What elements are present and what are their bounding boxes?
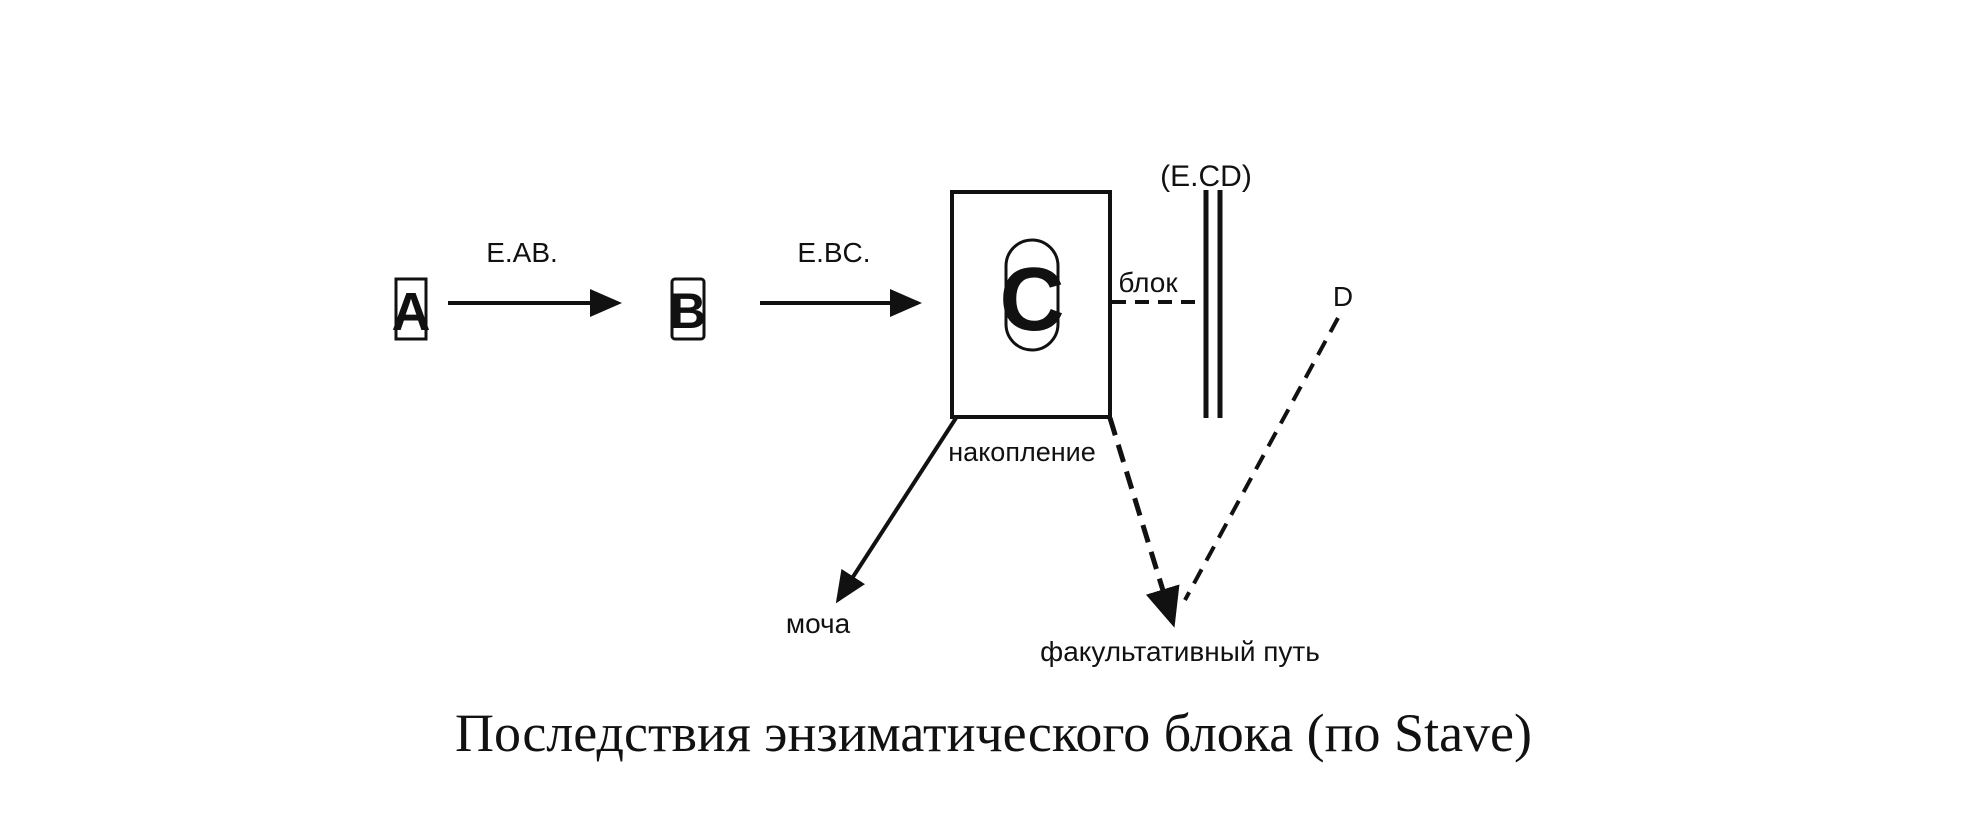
accumulation-label: накопление (948, 437, 1095, 467)
enzyme-cd-label: (E.CD) (1160, 160, 1252, 193)
block-label: блок (1118, 267, 1178, 298)
urine-label: моча (786, 608, 851, 639)
dashed-d-to-optional-path (1183, 317, 1340, 601)
enzyme-cd-blocker (1203, 190, 1223, 418)
enzyme-ab-label: E.AB. (486, 237, 558, 268)
node-b-label: B (670, 283, 706, 339)
figure-caption: Последствия энзиматического блока (по St… (455, 703, 1532, 763)
dashed-arrow-to-optional-path (1107, 417, 1180, 628)
node-a: A (392, 277, 431, 342)
node-a-label: A (392, 282, 431, 342)
node-d-label: D (1333, 281, 1353, 312)
node-b: B (670, 277, 706, 341)
enzyme-bc-label: E.BC. (797, 237, 870, 268)
optional-path-label: факультативный путь (1040, 636, 1320, 667)
node-c-label: C (1000, 250, 1065, 350)
arrow-to-urine (835, 416, 958, 604)
node-c-box: C (950, 190, 1112, 419)
